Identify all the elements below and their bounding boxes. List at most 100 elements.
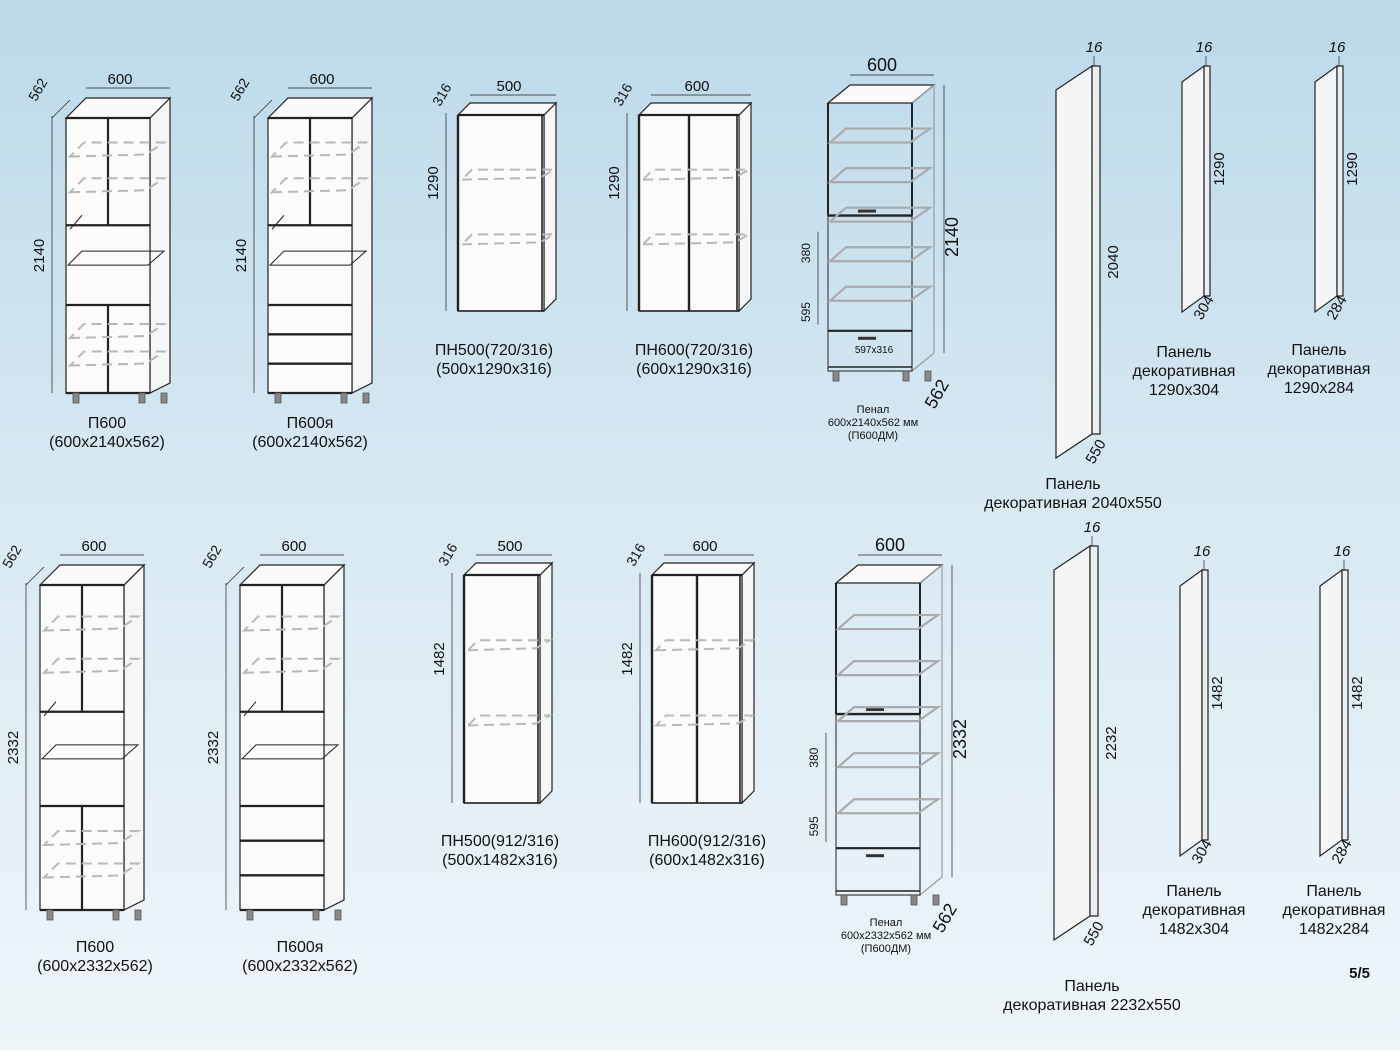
foot (274, 392, 282, 404)
glass-shelf (835, 752, 942, 769)
height-label: 1482 (431, 642, 448, 675)
caption-line: Панель (1156, 344, 1212, 361)
height-label: 1290 (425, 166, 442, 199)
caption-line: (600x2140x562) (49, 434, 165, 451)
top-panel (456, 102, 558, 116)
caption-line: (600x2332x562) (37, 958, 153, 975)
panel-face (1055, 64, 1093, 460)
panel-face (1053, 544, 1091, 942)
caption-line: Панель (1291, 342, 1347, 359)
glass-shelf (835, 798, 942, 815)
glass-shelf (827, 167, 934, 184)
foot (46, 909, 54, 921)
height-label: 1482 (619, 642, 636, 675)
caption-line: Панель (1306, 883, 1362, 900)
caption-line: (600x1482x316) (649, 852, 765, 869)
height-label: 1290 (606, 166, 623, 199)
caption-line: 600x2332x562 мм (840, 930, 932, 942)
dashed-shelf (640, 168, 753, 181)
dim-line-d (51, 99, 71, 119)
thickness-label: 16 (1334, 543, 1351, 560)
side-panel (543, 101, 557, 313)
foot (362, 392, 370, 404)
niche-shelf (66, 250, 166, 266)
foot (112, 909, 120, 921)
height-label: 2332 (205, 731, 222, 764)
dashed-shelf (67, 350, 168, 367)
dashed-shelf (67, 323, 168, 340)
width-label: 600 (107, 71, 132, 88)
width-label: 600 (867, 55, 897, 75)
caption-line: (П600ДМ) (847, 430, 899, 442)
caption-line: ПН600(912/316) (647, 833, 767, 850)
caption-pn500-912: ПН500(912/316)(500x1482x316) (441, 832, 559, 870)
foot (902, 370, 910, 382)
width-label: 600 (309, 71, 334, 88)
caption-line: (500x1290x316) (436, 361, 552, 378)
dashed-shelf (653, 714, 756, 727)
height-label: 1482 (1349, 676, 1366, 709)
dashed-shelf (41, 615, 142, 632)
dashed-shelf (459, 168, 558, 181)
caption-line: П600 (75, 939, 115, 956)
top-panel (462, 562, 554, 576)
dashed-shelf (465, 639, 554, 652)
caption-p600-2332: П600 (600x2332x562) (37, 938, 153, 976)
panel-face (1179, 568, 1203, 858)
foot (340, 392, 348, 404)
panel-edge (1203, 65, 1211, 297)
niche-shelf (240, 744, 340, 760)
caption-line: ПН500(720/316) (434, 342, 554, 359)
dashed-shelf (269, 141, 370, 158)
depth-label: 316 (623, 540, 649, 568)
handle (866, 708, 884, 712)
panel-edge (1091, 65, 1101, 435)
height-label: 2232 (1103, 726, 1120, 759)
caption-line: декоративная 2040x550 (984, 495, 1162, 512)
foot (246, 909, 254, 921)
caption-line: декоративная (1142, 902, 1246, 919)
depth-label: 550 (1082, 437, 1109, 467)
niche-shelf (268, 250, 368, 266)
side-panel (738, 101, 752, 313)
side-panel (539, 561, 553, 805)
caption-p600ya-2332: П600я(600x2332x562) (242, 938, 358, 976)
dashed-shelf (41, 830, 142, 847)
width-label: 600 (692, 538, 717, 555)
niche-edge (243, 701, 257, 717)
caption-line: 1290x304 (1148, 382, 1220, 399)
caption-line: Пенал (869, 917, 903, 929)
handle (858, 209, 876, 213)
niche-shelf (40, 744, 140, 760)
caption-line: (600x2140x562) (252, 434, 368, 451)
top-panel (650, 562, 756, 576)
caption-panel-1290-304: Панель декоративная 1290x304 (1133, 343, 1236, 400)
depth-label: 562 (227, 75, 253, 103)
dim-line-d (253, 99, 273, 119)
caption-line: (600x1290x316) (636, 361, 752, 378)
width-label: 600 (281, 538, 306, 555)
depth-label: 316 (610, 80, 636, 108)
height-label: 2140 (31, 239, 48, 272)
caption-line: декоративная (1132, 363, 1236, 380)
depth-label: 316 (429, 80, 455, 108)
dim-line-d (25, 566, 45, 586)
upper-cabinet-r2-d: 600 316 1482 (619, 538, 756, 805)
height-label: 2332 (5, 731, 22, 764)
height-label: 2140 (233, 239, 250, 272)
caption-pn600-720: ПН600(720/316)(600x1290x316) (635, 341, 753, 379)
depth-label: 562 (199, 542, 225, 570)
glass-shelf (827, 206, 934, 223)
